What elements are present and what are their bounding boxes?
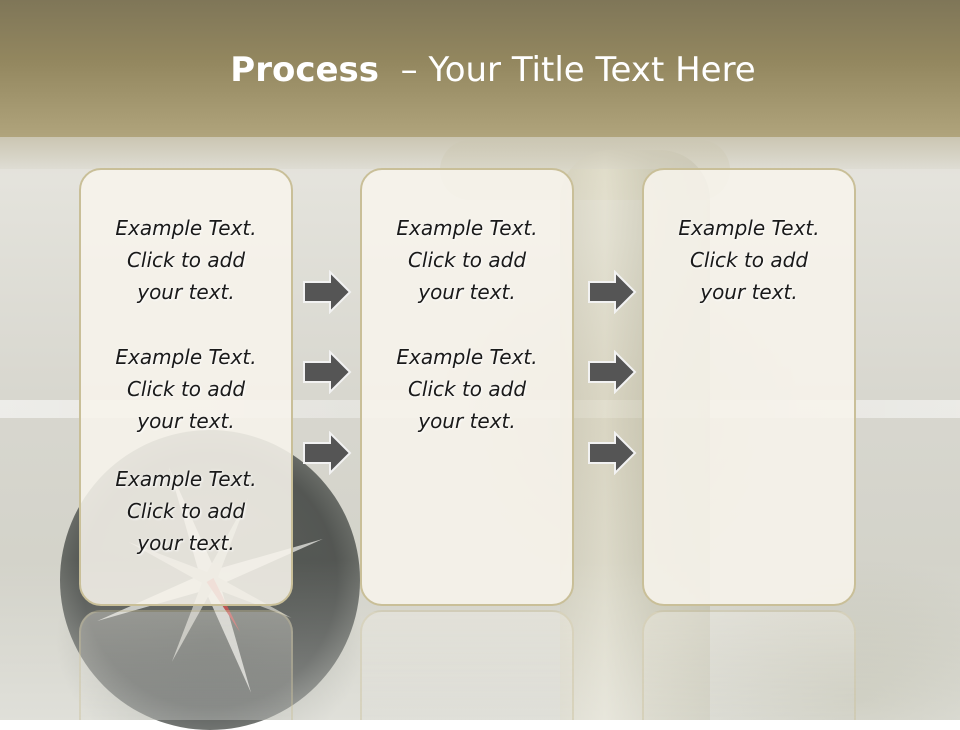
text-placeholder[interactable]: Example Text. Click to add your text. [81, 463, 291, 559]
text-line: Click to add [407, 248, 527, 272]
box-reflection [360, 610, 574, 720]
right-arrow-icon[interactable] [302, 350, 352, 394]
title-bar-fade [0, 137, 960, 169]
text-line: Click to add [126, 377, 246, 401]
right-arrow-icon[interactable] [587, 350, 637, 394]
text-line: Click to add [126, 248, 246, 272]
text-line: your text. [418, 280, 516, 304]
process-box-3[interactable]: Example Text. Click to add your text. [642, 168, 856, 606]
text-line: your text. [700, 280, 798, 304]
text-placeholder[interactable]: Example Text. Click to add your text. [362, 341, 572, 437]
text-line: Example Text. [678, 216, 820, 240]
title-bar [0, 0, 960, 137]
text-line: your text. [418, 409, 516, 433]
right-arrow-icon[interactable] [302, 431, 352, 475]
text-line: Example Text. [396, 216, 538, 240]
text-line: Click to add [126, 499, 246, 523]
text-line: Example Text. [115, 345, 257, 369]
right-arrow-icon[interactable] [302, 270, 352, 314]
text-line: your text. [137, 409, 235, 433]
text-line: Example Text. [115, 216, 257, 240]
text-placeholder[interactable]: Example Text. Click to add your text. [81, 341, 291, 437]
right-arrow-icon[interactable] [587, 270, 637, 314]
title-bold: Process [230, 50, 380, 90]
text-placeholder[interactable]: Example Text. Click to add your text. [644, 212, 854, 308]
process-box-2[interactable]: Example Text. Click to add your text. Ex… [360, 168, 574, 606]
slide-title[interactable]: Process – Your Title Text Here [0, 50, 960, 90]
right-arrow-icon[interactable] [587, 431, 637, 475]
title-rest: – Your Title Text Here [400, 50, 756, 90]
box-reflection [79, 610, 293, 720]
text-line: your text. [137, 531, 235, 555]
text-line: Click to add [689, 248, 809, 272]
text-line: your text. [137, 280, 235, 304]
text-placeholder[interactable]: Example Text. Click to add your text. [81, 212, 291, 308]
text-line: Click to add [407, 377, 527, 401]
text-line: Example Text. [115, 467, 257, 491]
process-box-1[interactable]: Example Text. Click to add your text. Ex… [79, 168, 293, 606]
text-placeholder[interactable]: Example Text. Click to add your text. [362, 212, 572, 308]
box-reflection [642, 610, 856, 720]
text-line: Example Text. [396, 345, 538, 369]
